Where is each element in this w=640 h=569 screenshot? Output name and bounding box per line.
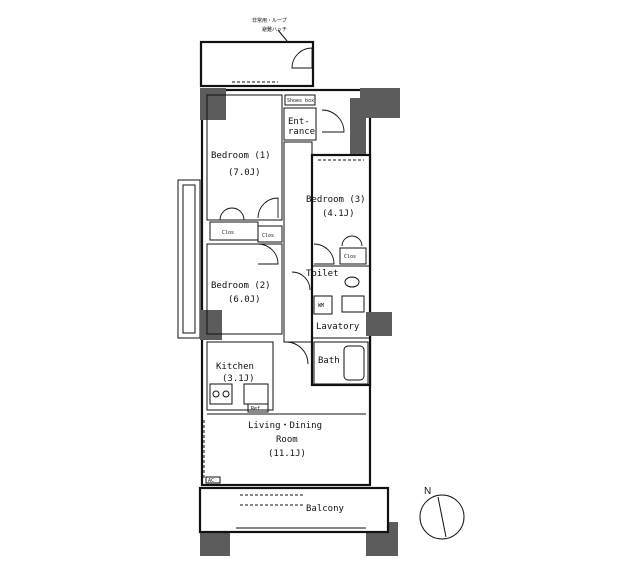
pillar [350, 98, 366, 154]
bathtub [343, 345, 365, 381]
bedroom-1-size: (7.0J) [228, 168, 261, 178]
toilet-name: Toilet [306, 269, 339, 279]
porch-door[interactable] [291, 47, 313, 69]
entrance-area [283, 107, 317, 141]
closet-3-door[interactable] [341, 235, 363, 247]
corridor [283, 141, 313, 343]
burner [222, 390, 230, 398]
bedroom-3-size: (4.1J) [322, 209, 355, 219]
stove [209, 383, 233, 405]
lavatory-name: Lavatory [316, 322, 360, 332]
entrance-line-1: Ent- [288, 117, 310, 127]
entrance-line-2: rance [288, 127, 315, 137]
kitchen-name: Kitchen [216, 362, 254, 372]
pillar [200, 310, 222, 340]
bedroom-2-name: Bedroom (2) [211, 281, 271, 291]
aircon [205, 476, 221, 484]
compass-ring [419, 494, 465, 540]
closet-3 [339, 247, 367, 265]
toilet-door[interactable] [291, 271, 311, 291]
top-note-2: 避難ハッチ [262, 26, 287, 33]
bedroom-3-door[interactable] [313, 243, 335, 265]
living-size: (11.1J) [268, 449, 306, 459]
west-balcony [177, 179, 201, 339]
pillar [200, 88, 226, 120]
closet-1-label: Clos [222, 230, 234, 236]
aircon-label: AC [208, 478, 214, 484]
bedroom-2-size: (6.0J) [228, 295, 261, 305]
bedroom-3-name: Bedroom (3) [306, 195, 366, 205]
closet-2 [257, 225, 283, 243]
bedroom-1-name: Bedroom (1) [211, 151, 271, 161]
entrance-door[interactable] [321, 109, 345, 133]
wm-label: WM [318, 303, 324, 309]
fridge-label: Ref [251, 406, 260, 412]
compass-axis [437, 496, 447, 538]
lavatory-door[interactable] [285, 341, 309, 365]
living-line-2: Room [276, 435, 298, 445]
pillar [366, 312, 392, 336]
bath-name: Bath [318, 356, 340, 366]
west-balcony-inner [182, 184, 196, 334]
entry-porch [199, 40, 315, 88]
north-compass: N [419, 486, 465, 540]
balcony-name: Balcony [306, 504, 345, 514]
bath-area [313, 341, 369, 385]
living-line-1: Living・Dining [248, 421, 322, 431]
vanity [341, 295, 365, 313]
kitchen-area [206, 341, 274, 411]
pillar [360, 88, 400, 118]
kitchen-size: (3.1J) [222, 374, 255, 384]
closet-3-label: Clos [344, 254, 356, 260]
bedroom-2-area [206, 243, 283, 335]
closet-2-label: Clos [262, 233, 274, 239]
compass-label: N [424, 486, 431, 497]
toilet-fixture [344, 276, 360, 288]
top-note-1: 非常用・ループ [252, 17, 287, 24]
bedroom-2-door[interactable] [257, 243, 279, 265]
washing-machine [313, 295, 333, 315]
fridge [247, 403, 269, 413]
balcony-area [198, 486, 390, 534]
closet-door[interactable] [219, 207, 245, 221]
bedroom-1-door[interactable] [257, 197, 279, 219]
burner [212, 390, 220, 398]
shoes-box-label: Shoes box [287, 98, 314, 104]
shoes-box [284, 94, 316, 106]
